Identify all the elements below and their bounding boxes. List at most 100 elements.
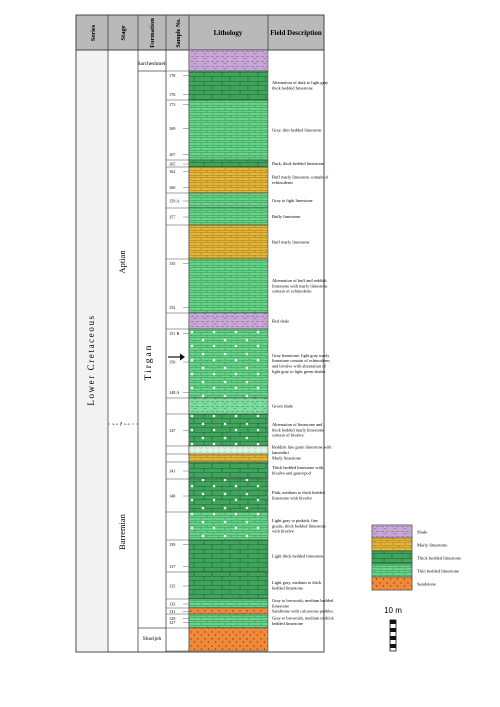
series-label: Lower Cretaceous — [86, 314, 96, 405]
sample-number: 127 — [169, 620, 176, 625]
field-description: Green shale — [272, 403, 293, 408]
lithology-unit: Marly limestone — [166, 453, 301, 463]
field-description: thick bedded limestone — [272, 86, 313, 91]
sample-number: 141 — [169, 469, 175, 474]
legend-swatch-thin — [371, 563, 413, 578]
sample-number: 176 — [169, 92, 176, 97]
sample-number: 157 — [169, 215, 176, 220]
field-description: Thick bedded limestone with — [272, 465, 324, 470]
sample-number: 167 — [169, 152, 176, 157]
legend-swatch-shale — [371, 524, 413, 539]
field-description: Alternation of dark to light gray — [272, 80, 329, 85]
field-description: grains, thick bedded limestone — [272, 523, 326, 529]
lithology-fill-marly — [188, 453, 269, 463]
lithology-fill-thick — [188, 571, 269, 600]
formation-label-shurijeh: Shurijeh — [143, 636, 162, 642]
lithology-fill-thin — [188, 258, 269, 314]
legend-label: Shale — [417, 530, 427, 535]
stage-boundary-mark: - - ? - - — [113, 422, 130, 428]
lithology-unit: Reddish fine grain limestone withlamenib… — [166, 445, 332, 455]
sample-number: 151 B — [169, 331, 180, 336]
field-description: Alternation of buff and reddish — [272, 278, 327, 283]
lithology-fill-thick — [188, 539, 269, 573]
lithology-fill-shale-green — [188, 397, 269, 415]
field-description: limestone contain of echinoderm — [272, 358, 330, 363]
scale-bar — [389, 619, 397, 652]
legend-label: Marly limestone — [417, 543, 447, 548]
lithology-fill-shale — [188, 49, 269, 72]
lithology-fill-marly — [188, 166, 269, 194]
lithology-fill-sand — [188, 627, 269, 652]
lithology-fill-thin — [188, 598, 269, 609]
legend-swatch-sand — [371, 576, 413, 591]
field-description: limestone with bivalve — [272, 496, 312, 501]
field-description: contain of bivalve — [272, 433, 304, 438]
fossil-dots — [189, 414, 268, 446]
formation-label-tirgan: Tirgan — [144, 344, 154, 381]
lithology-fill-thin — [188, 192, 269, 209]
lithology-unit: Red shale — [166, 312, 289, 330]
field-description: bedded limestone — [272, 621, 303, 626]
field-description: limestone — [272, 604, 289, 609]
header-formation: Formation — [149, 18, 156, 48]
sample-number: 140 — [169, 494, 175, 499]
fossil-dots — [189, 479, 268, 512]
arrow-icon — [168, 353, 185, 361]
lithology-fill-shale — [188, 312, 269, 330]
stage-label-barremian: Barremian — [117, 513, 127, 550]
sample-number: 173 — [169, 102, 175, 107]
lithology-unit — [166, 49, 269, 72]
lithology-unit: 159 A Gray to light limestone — [166, 192, 313, 209]
field-description: echinoderm — [272, 180, 293, 185]
formation-label-sarcheshmeh: Sarcheshmeh — [137, 61, 167, 67]
fossil-dots — [189, 512, 268, 540]
field-description: thick bedded marly limestone — [272, 427, 324, 432]
field-description: with bivalve — [272, 529, 294, 534]
series-column-fill — [77, 50, 108, 651]
header-series: Series — [90, 24, 97, 41]
field-description: Gray to light limestone — [272, 198, 313, 203]
field-description: Gray limestone, light gray marly — [272, 353, 330, 359]
lithology-fill-marly — [188, 224, 269, 260]
field-description: Dark, thick bedded limestone — [272, 161, 324, 167]
field-description: Gray, thin bedded limestone — [272, 127, 322, 133]
sample-number: 162 — [169, 169, 175, 174]
scale-label: 10 m — [384, 606, 402, 615]
lithology-fill-thick — [188, 159, 269, 168]
sample-number: 178 — [169, 73, 175, 78]
header-stage: Stage — [120, 25, 127, 40]
lithology-fill-thin — [188, 613, 269, 629]
sample-number: 147 — [169, 428, 176, 433]
field-description: Sandstone with calcareous pebbles — [272, 608, 333, 613]
lithology-fill-sand — [188, 607, 269, 615]
field-description: Light gray, medium to thick — [272, 580, 322, 586]
field-description: Gray to brownish, medium to thick — [272, 616, 335, 622]
field-description: and bivalve with alternation of — [272, 364, 326, 369]
lithology-unit — [166, 627, 269, 652]
legend-label: Sandstone — [417, 582, 436, 587]
field-description: Buffy limestone — [272, 214, 300, 219]
field-description: Buff marly limestone — [272, 239, 310, 244]
sample-number: 150 — [169, 360, 175, 365]
sample-number: 159 A — [169, 199, 180, 204]
sample-number: 139 — [169, 542, 175, 547]
field-description: lamenibri — [272, 450, 290, 455]
sample-number: 129 — [169, 616, 175, 621]
field-description: Marly limestone — [272, 455, 301, 460]
sample-number: 160 — [169, 185, 175, 190]
stage-label-aptian: Aptian — [117, 250, 127, 274]
lithology-fill-thick — [188, 70, 269, 101]
header-sample: Sample No. — [176, 18, 182, 48]
field-description: Gray to brownish, medium bedded — [272, 598, 334, 604]
legend-label: Thin bedded limestone — [417, 569, 459, 574]
lithology-fill-thick — [188, 461, 269, 480]
fossil-dots — [189, 329, 268, 398]
